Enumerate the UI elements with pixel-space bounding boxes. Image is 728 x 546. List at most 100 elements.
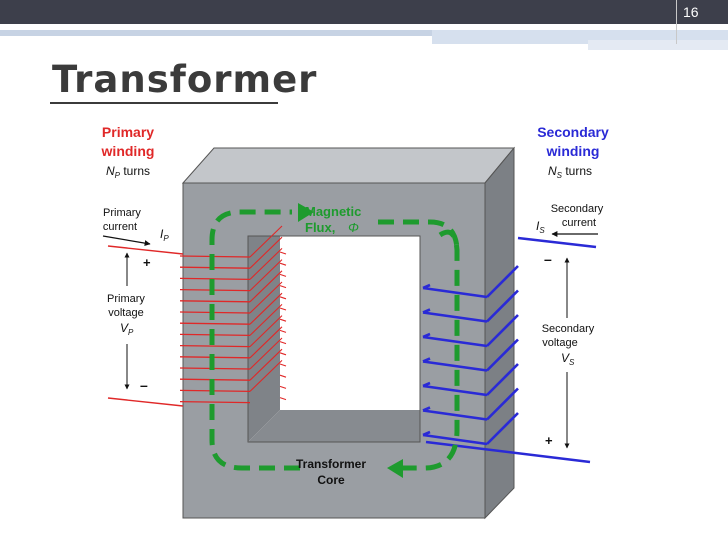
primary-coil-turn	[179, 344, 251, 348]
secondary-coil-side	[486, 265, 519, 298]
primary-coil-turn	[179, 266, 251, 269]
core-window-bottom-depth	[248, 410, 420, 442]
primary-winding-title: Primary	[102, 124, 154, 140]
primary-coil-back	[249, 315, 283, 347]
primary-voltage-label-2: voltage	[108, 307, 143, 319]
primary-coil-back	[249, 281, 283, 314]
primary-coil-turn	[179, 389, 251, 393]
primary-coil-back	[249, 326, 283, 359]
secondary-coil-turn	[422, 311, 488, 323]
flux-label-line1: Magnetic	[305, 204, 361, 219]
primary-coil-turn	[179, 378, 251, 381]
secondary-current-label-2: current	[562, 217, 596, 229]
primary-coil-back	[249, 292, 283, 325]
secondary-voltage-label: Secondary	[542, 323, 595, 335]
flux-top-right-segment	[378, 219, 460, 249]
primary-lead-bottom	[107, 397, 184, 407]
secondary-coil-stub	[422, 430, 431, 437]
primary-coil-turns	[179, 225, 287, 404]
title-underline	[50, 102, 278, 104]
primary-coil-tick	[279, 341, 287, 345]
secondary-coil-turn	[422, 335, 488, 348]
secondary-voltage-label-2: voltage	[542, 337, 577, 349]
primary-labels: Primary winding NP turns Primary current…	[101, 124, 170, 393]
secondary-voltage-symbol: VS	[561, 351, 575, 367]
secondary-current-label: Secondary	[551, 203, 604, 215]
primary-current-label-2: current	[103, 221, 137, 233]
primary-coil-turn	[179, 311, 251, 314]
primary-current-label: Primary	[103, 207, 141, 219]
secondary-minus-sign: –	[544, 251, 552, 267]
secondary-coil-side	[486, 387, 519, 421]
primary-coil-back	[249, 236, 283, 269]
secondary-winding-title-2: winding	[546, 143, 600, 159]
core-label-line1: Transformer	[296, 457, 366, 471]
primary-coil-turn	[179, 400, 251, 404]
primary-coil-tick	[279, 285, 287, 289]
core-label-line2: Core	[317, 473, 345, 487]
secondary-coil-side	[486, 314, 519, 347]
primary-coil-turn	[179, 333, 251, 337]
header-accent-line	[0, 30, 728, 36]
flux-arrow-top	[298, 203, 314, 222]
secondary-coil-stub	[422, 308, 431, 314]
core-label: Transformer Core	[296, 457, 366, 487]
primary-turns-label: NP turns	[106, 164, 150, 180]
secondary-plus-sign: +	[545, 433, 553, 448]
primary-coil-tick	[279, 251, 287, 255]
slide-title: Transformer	[52, 58, 318, 101]
secondary-turns-label: NS turns	[548, 164, 592, 180]
primary-coil-tick	[279, 318, 287, 322]
primary-voltage-label: Primary	[107, 293, 145, 305]
core-top-face	[181, 147, 516, 184]
secondary-coil-turn	[422, 360, 488, 372]
secondary-coil-turns	[422, 265, 519, 446]
primary-coil-turn	[179, 367, 251, 370]
primary-coil-turn	[179, 300, 251, 303]
top-bar	[0, 0, 728, 24]
core-window-edge	[247, 235, 421, 443]
primary-lead-top	[107, 245, 184, 255]
primary-coil-tick	[279, 329, 287, 333]
primary-coil-back	[249, 360, 283, 392]
primary-coil-tick	[279, 352, 287, 356]
secondary-coil-stub	[422, 381, 431, 388]
flux-label-line2: Flux,	[305, 220, 335, 235]
secondary-coil-turn	[422, 286, 488, 299]
secondary-coil-stub	[422, 283, 431, 290]
header-divider	[676, 0, 677, 44]
primary-coil-back	[249, 225, 283, 258]
primary-coil-back	[249, 248, 283, 280]
primary-current-arrow	[102, 235, 151, 247]
primary-coil-turn	[179, 322, 251, 325]
flux-loop	[209, 209, 460, 471]
primary-coil-back	[249, 337, 283, 370]
primary-coil-tick	[279, 296, 287, 300]
secondary-coil-side	[486, 338, 519, 372]
primary-coil-tick	[279, 374, 287, 378]
secondary-coil-turn	[422, 384, 488, 397]
primary-coil-back	[249, 348, 283, 381]
secondary-coil-side	[486, 412, 519, 445]
secondary-coil-stub	[422, 357, 431, 363]
primary-current-symbol: IP	[160, 227, 169, 243]
secondary-coil-turn	[422, 433, 488, 446]
secondary-coil-side	[486, 363, 519, 396]
secondary-labels: Secondary winding NS turns Secondary cur…	[536, 124, 609, 449]
primary-coil-back	[249, 304, 283, 336]
secondary-lead-top	[517, 236, 597, 249]
secondary-coil-stub	[422, 406, 431, 412]
secondary-coil-turn	[422, 409, 488, 421]
secondary-coil-stub	[422, 332, 431, 339]
slide-number: 16	[683, 4, 699, 20]
primary-coil-turn	[179, 356, 251, 359]
primary-coil-turn	[179, 277, 251, 281]
primary-coil-tick	[279, 385, 287, 389]
primary-coil-tick	[279, 397, 287, 401]
secondary-coil-side	[486, 289, 519, 323]
primary-plus-sign: +	[143, 255, 151, 270]
primary-minus-sign: –	[140, 377, 148, 393]
core-window-opening	[280, 236, 420, 410]
primary-coil-tick	[279, 262, 287, 266]
